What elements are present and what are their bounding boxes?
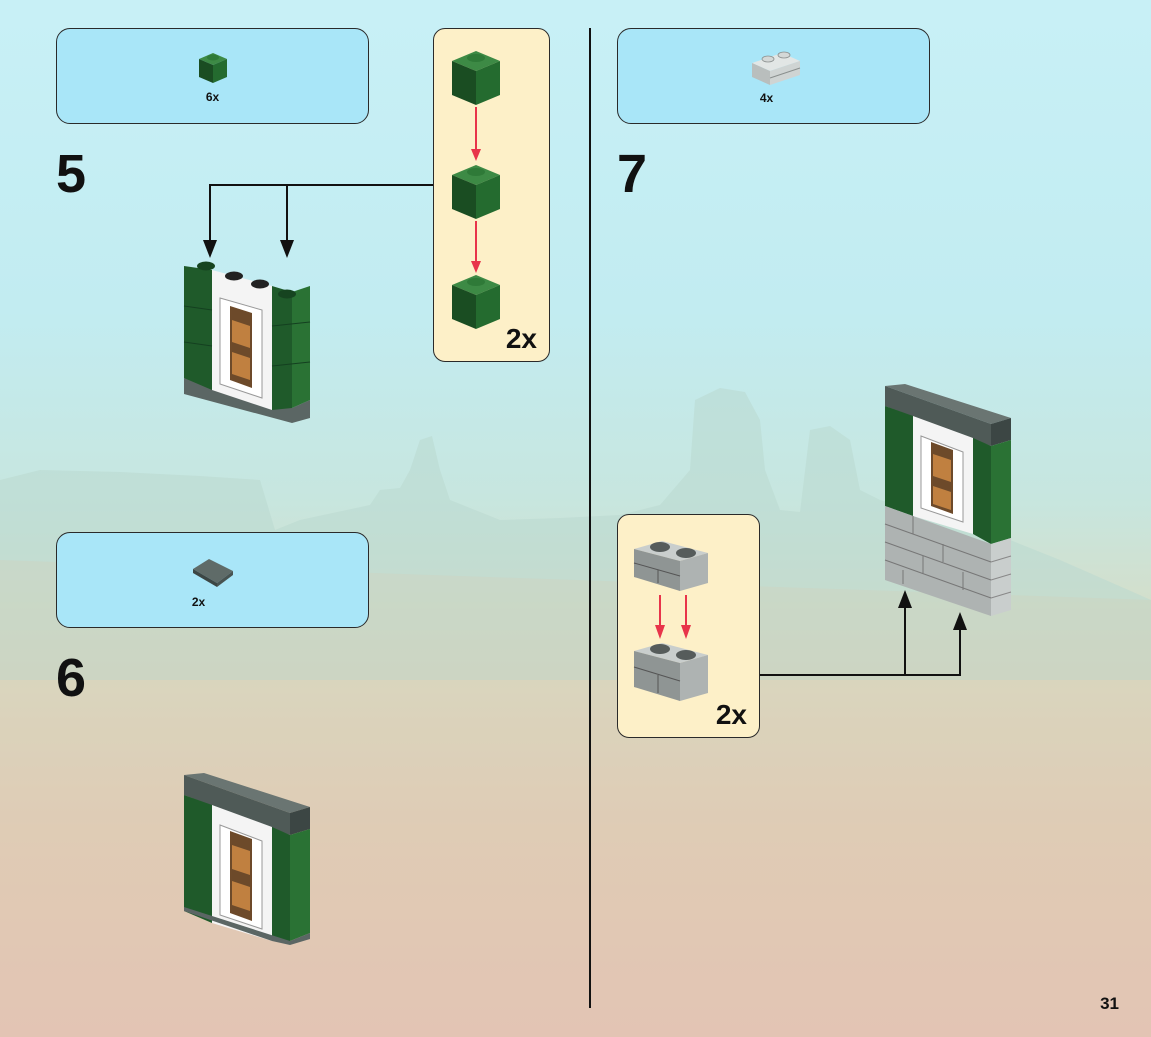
- page-number: 31: [1100, 994, 1119, 1014]
- wall-model-step-7: [883, 384, 1013, 618]
